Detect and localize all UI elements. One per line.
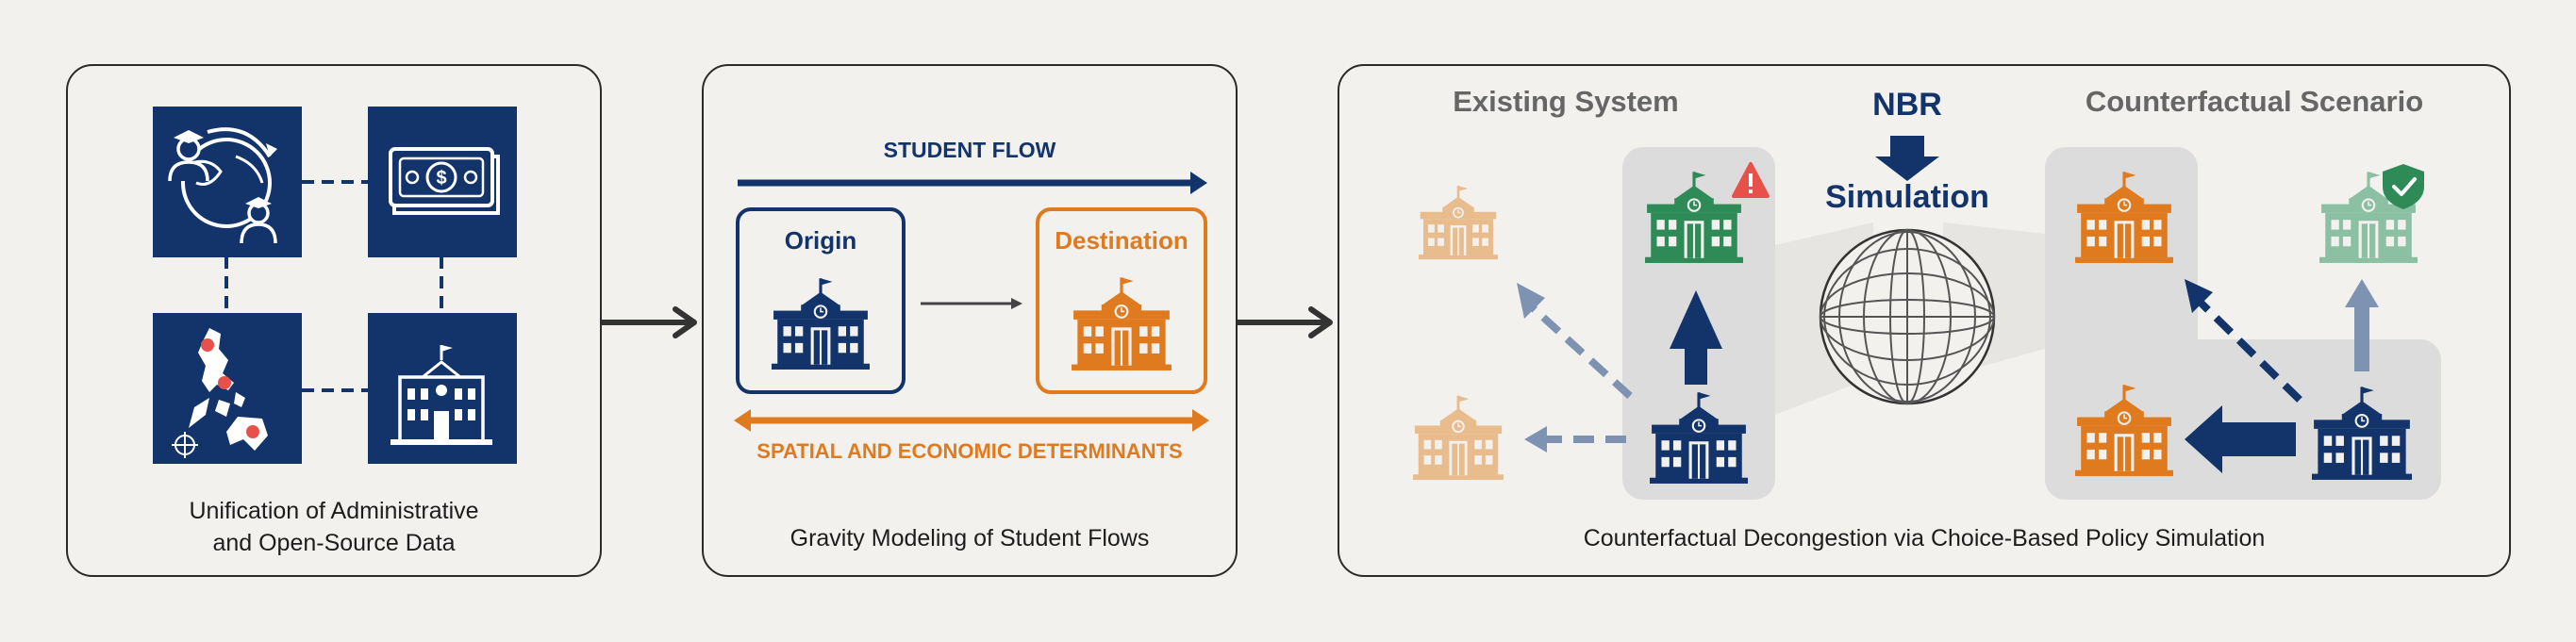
panel-gravity-model: STUDENT FLOW Origin Destination SPATIAL … [702, 64, 1238, 577]
origin-to-destination-arrow [921, 298, 1022, 309]
cf-up-arrow [2345, 279, 2379, 371]
cf-left-arrow [2185, 405, 2296, 473]
student-flow-arrow [738, 172, 1207, 194]
panel-data-unification: $ [66, 64, 602, 577]
origin-label: Origin [784, 226, 857, 255]
students-globe-icon [153, 107, 302, 257]
money-icon: $ [368, 107, 517, 257]
check-shield-icon [2383, 164, 2424, 209]
existing-diagonal-dashed-arrow [1517, 283, 1633, 399]
panel2-caption: Gravity Modeling of Student Flows [789, 525, 1150, 551]
globe-icon [1819, 228, 1996, 405]
philippines-map-icon [153, 313, 302, 464]
determinants-label: SPATIAL AND ECONOMIC DETERMINANTS [756, 439, 1183, 463]
origin-school-icon [772, 276, 870, 371]
origin-box [736, 207, 906, 394]
existing-system-title: Existing System [1453, 85, 1679, 118]
step-arrow-2 [1238, 306, 1333, 338]
alert-icon [1732, 162, 1770, 198]
existing-left-dashed-arrow [1524, 426, 1626, 453]
data-sources-graphic: $ [153, 107, 517, 464]
government-building-icon [368, 313, 517, 464]
nbr-down-arrow [1875, 136, 1939, 181]
svg-text:$: $ [436, 168, 446, 189]
counterfactual-scenario-title: Counterfactual Scenario [2085, 85, 2424, 118]
simulation-label: Simulation [1825, 179, 1989, 215]
determinants-arrow [734, 409, 1209, 432]
destination-label: Destination [1055, 226, 1188, 255]
nbr-label: NBR [1872, 87, 1942, 123]
step-arrow-1 [602, 306, 697, 338]
panel1-caption: Unification of Administrative and Open-S… [189, 498, 479, 556]
cf-diagonal-dashed-arrow [2185, 279, 2302, 403]
panel3-caption: Counterfactual Decongestion via Choice-B… [1583, 525, 2266, 551]
destination-box [1036, 207, 1207, 394]
destination-school-icon [1072, 275, 1172, 371]
existing-school-top-faded [1417, 184, 1500, 260]
existing-school-bottom-faded [1411, 394, 1505, 481]
student-flow-label: STUDENT FLOW [883, 138, 1056, 162]
existing-up-arrow [1670, 290, 1722, 385]
panel-counterfactual: Existing System NBR Simulation Counterfa… [1338, 64, 2511, 577]
